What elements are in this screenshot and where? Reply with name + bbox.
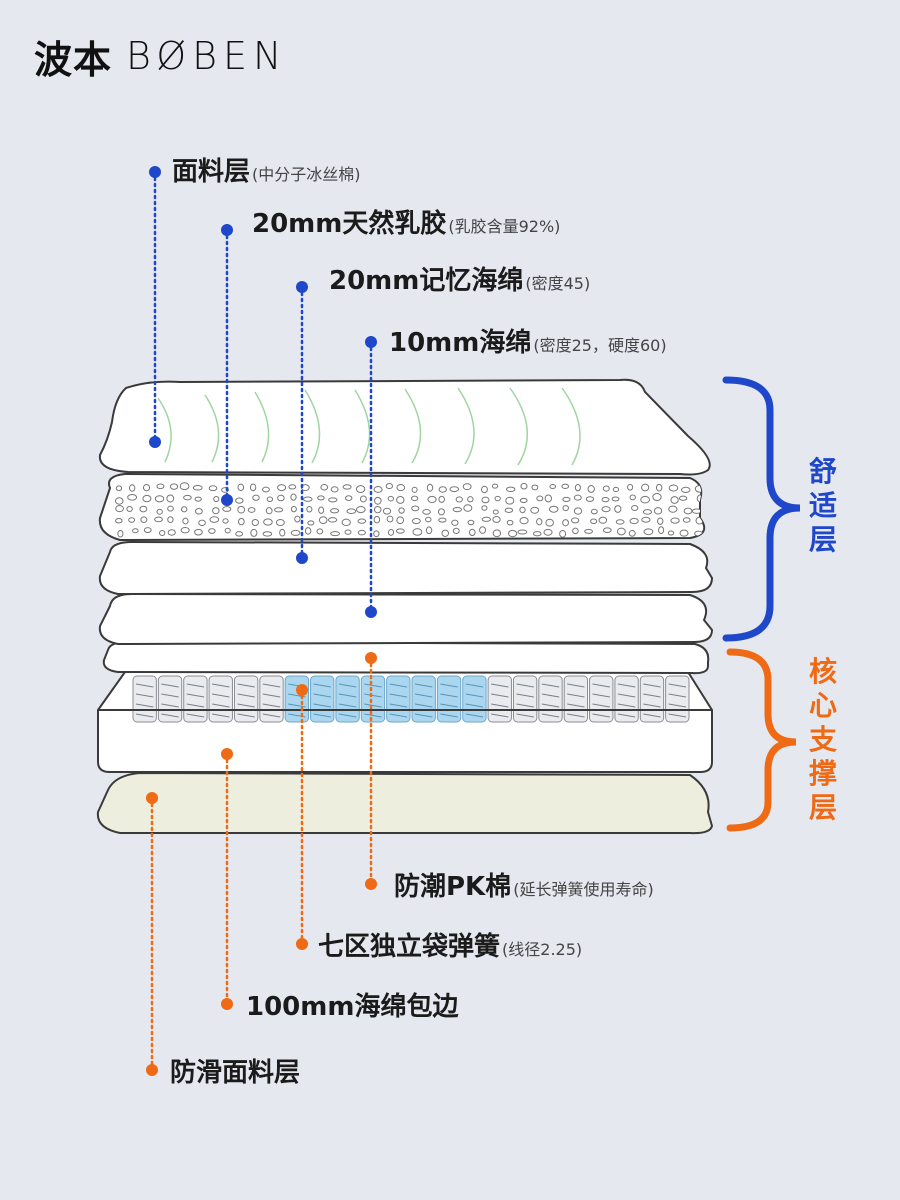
brand-name-en: BØBEN — [126, 34, 288, 78]
layer-antislip-fabric — [96, 771, 714, 835]
label-edge-sponge: 100mm海绵包边 — [246, 992, 459, 1022]
layer-10mm-sponge — [98, 592, 714, 646]
group-label-core-support: 核心支撑层 — [808, 655, 837, 824]
label-10mm-sponge: 10mm海绵(密度25，硬度60) — [389, 328, 667, 358]
comfort-brace — [722, 376, 801, 642]
layer-top-fabric — [98, 378, 711, 476]
layer-spring-core — [97, 671, 713, 773]
layer-pk-cotton — [102, 640, 710, 675]
label-natural-latex: 20mm天然乳胶(乳胶含量92%) — [252, 209, 561, 239]
layer-natural-latex — [98, 472, 706, 542]
group-label-comfort: 舒适层 — [808, 455, 837, 556]
label-fabric-layer: 面料层(中分子冰丝棉) — [172, 157, 361, 187]
label-memory-foam: 20mm记忆海绵(密度45) — [329, 266, 591, 296]
core-brace — [726, 648, 797, 832]
label-antislip-fabric: 防滑面料层 — [170, 1058, 301, 1088]
brand-name-cn: 波本 — [34, 37, 113, 82]
label-pocket-springs: 七区独立袋弹簧(线径2.25) — [318, 932, 583, 962]
label-pk-cotton: 防潮PK棉(延长弹簧使用寿命) — [394, 872, 654, 902]
layer-memory-foam — [98, 540, 714, 596]
brand-logo: 波本 BØBEN — [34, 26, 287, 86]
